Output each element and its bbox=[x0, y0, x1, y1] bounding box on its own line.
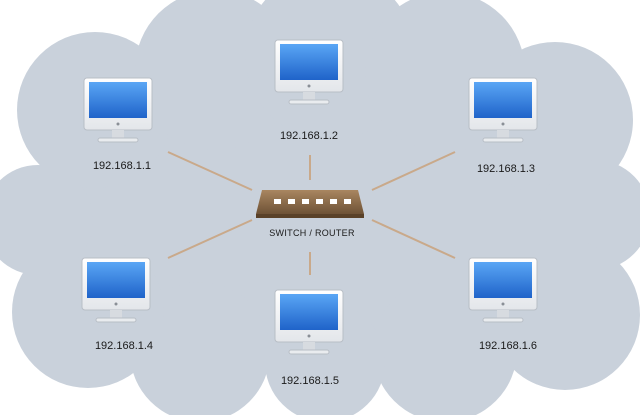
router-port-light bbox=[288, 199, 295, 204]
router-port-light bbox=[330, 199, 337, 204]
router-port-light bbox=[316, 199, 323, 204]
cable-pc1 bbox=[167, 151, 253, 191]
monitor-screen bbox=[280, 294, 338, 330]
cable-pc4 bbox=[167, 219, 253, 259]
computer-pc1 bbox=[83, 77, 153, 143]
computer-pc3 bbox=[468, 77, 538, 143]
monitor-screen bbox=[474, 82, 532, 118]
router-port-light bbox=[274, 199, 281, 204]
ip-label-pc1: 192.168.1.1 bbox=[92, 160, 152, 172]
cable-pc6 bbox=[371, 219, 456, 259]
router-port-light bbox=[344, 199, 351, 204]
ip-label-pc3: 192.168.1.3 bbox=[476, 163, 536, 175]
ip-label-pc5: 192.168.1.5 bbox=[280, 375, 340, 387]
monitor-screen bbox=[87, 262, 145, 298]
monitor-screen bbox=[280, 44, 338, 80]
ip-label-pc6: 192.168.1.6 bbox=[478, 340, 538, 352]
monitor-screen bbox=[474, 262, 532, 298]
router-port-light bbox=[302, 199, 309, 204]
computer-pc2 bbox=[274, 39, 344, 105]
monitor-screen bbox=[89, 82, 147, 118]
computer-pc4 bbox=[81, 257, 151, 323]
computer-pc6 bbox=[468, 257, 538, 323]
network-cables bbox=[167, 151, 456, 275]
router bbox=[256, 190, 364, 218]
computer-pc5 bbox=[274, 289, 344, 355]
router-label: SWITCH / ROUTER bbox=[269, 228, 355, 238]
cable-pc3 bbox=[371, 151, 456, 191]
ip-label-pc4: 192.168.1.4 bbox=[94, 340, 154, 352]
ip-label-pc2: 192.168.1.2 bbox=[279, 130, 339, 142]
